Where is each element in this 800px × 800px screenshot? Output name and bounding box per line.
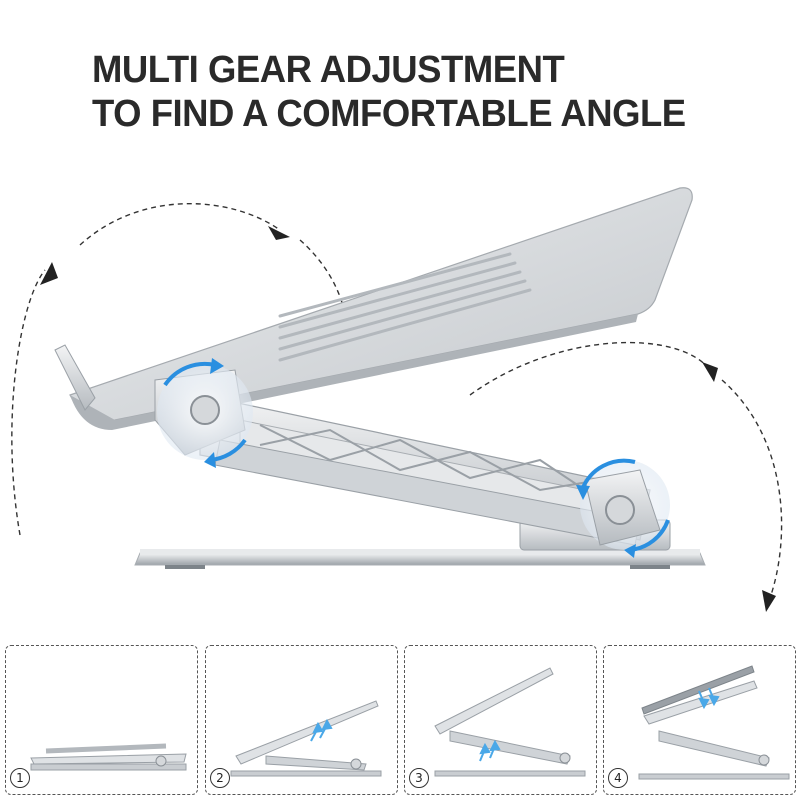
headline: MULTI GEAR ADJUSTMENT TO FIND A COMFORTA… — [92, 48, 686, 136]
upper-hinge — [154, 364, 253, 460]
stand-base — [134, 549, 706, 569]
step-panel-1: 1 — [5, 645, 198, 795]
step-panel-4: 4 — [603, 645, 796, 795]
headline-line-1: MULTI GEAR ADJUSTMENT — [92, 49, 565, 91]
step-number: 3 — [409, 768, 429, 788]
lower-hinge-knob — [580, 460, 670, 550]
laptop-stand-illustration — [11, 187, 783, 612]
down-arrows-icon — [698, 687, 720, 710]
step-number: 4 — [608, 768, 628, 788]
support-arm — [199, 394, 651, 546]
step-panel-2: 2 — [205, 645, 398, 795]
headline-line-2: TO FIND A COMFORTABLE ANGLE — [92, 93, 686, 135]
up-arrows-icon — [479, 739, 501, 762]
step-panel-3: 3 — [404, 645, 597, 795]
up-arrows-icon — [310, 718, 333, 742]
rotate-arrow-icon — [163, 358, 247, 468]
laptop-plate — [54, 187, 693, 430]
step-number: 2 — [210, 768, 230, 788]
step-number: 1 — [10, 768, 30, 788]
rotate-arrow-icon — [576, 458, 670, 558]
